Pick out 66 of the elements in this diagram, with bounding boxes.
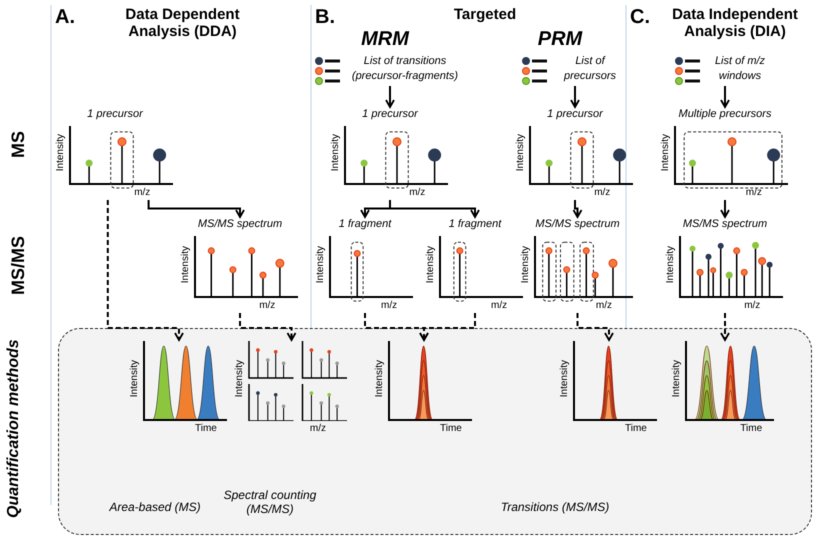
list-caption: List of m/z windows bbox=[714, 54, 766, 84]
axis-label: Intensity bbox=[55, 134, 66, 172]
section-title: Data Independent Analysis (DIA) bbox=[671, 6, 799, 40]
section-title: Data Dependent Analysis (DDA) bbox=[124, 6, 241, 40]
plot-caption: MS/MS spectrum bbox=[196, 218, 284, 230]
axis-label: Intensity bbox=[129, 360, 140, 397]
plot-caption: 1 precursor bbox=[86, 108, 144, 120]
arrow bbox=[720, 313, 730, 341]
axis-label: Time bbox=[440, 423, 462, 434]
row-label: MS/MS bbox=[8, 234, 29, 297]
axis-label: Time bbox=[195, 423, 217, 434]
plot-caption: 1 fragment bbox=[448, 218, 503, 230]
list-caption: List of precursors bbox=[562, 54, 617, 84]
axis-label: m/z bbox=[594, 187, 610, 198]
panel-letter: C. bbox=[630, 6, 651, 29]
plot-caption: 1 precursor bbox=[546, 108, 604, 120]
panel-letter: A. bbox=[55, 6, 76, 29]
row-label: MS bbox=[8, 130, 29, 160]
axis-label: Intensity bbox=[671, 360, 682, 397]
arrow bbox=[106, 200, 184, 341]
arrow bbox=[576, 313, 614, 341]
axis-label: Intensity bbox=[520, 246, 531, 283]
axis-label: m/z bbox=[259, 300, 276, 311]
axis-label: m/z bbox=[381, 300, 398, 311]
arrow bbox=[570, 86, 580, 108]
section-title: MRM bbox=[360, 28, 410, 51]
arrow bbox=[720, 86, 730, 108]
axis-label: Intensity bbox=[330, 134, 341, 172]
axis-label: m/z bbox=[310, 423, 326, 434]
axis-label: Intensity bbox=[180, 246, 191, 283]
arrow bbox=[720, 200, 730, 218]
axis-label: m/z bbox=[596, 300, 612, 311]
axis-label: Intensity bbox=[660, 134, 671, 172]
method-caption: Area-based (MS) bbox=[108, 500, 202, 514]
axis-label: m/z bbox=[409, 187, 426, 198]
plot-caption: MS/MS spectrum bbox=[682, 218, 768, 230]
axis-label: Intensity bbox=[425, 246, 436, 283]
axis-label: m/z bbox=[746, 187, 762, 198]
arrow bbox=[385, 86, 395, 108]
axis-label: m/z bbox=[744, 300, 760, 311]
axis-label: Intensity bbox=[665, 246, 676, 283]
axis-label: Intensity bbox=[515, 134, 526, 172]
arrow bbox=[389, 200, 480, 218]
plot-caption: 1 fragment bbox=[338, 218, 393, 230]
arrow bbox=[239, 313, 296, 341]
plot-caption: 1 precursor bbox=[361, 108, 420, 120]
axis-label: Intensity bbox=[559, 360, 570, 397]
arrow bbox=[572, 200, 582, 218]
method-caption: Transitions (MS/MS) bbox=[500, 500, 610, 514]
axis-label: m/z bbox=[491, 300, 508, 311]
plot-caption: Multiple precursors bbox=[678, 108, 772, 120]
row-heading: Quantification methods bbox=[5, 339, 23, 519]
section-title: PRM bbox=[536, 28, 584, 51]
axis-label: Intensity bbox=[315, 246, 326, 283]
axis-label: Time bbox=[625, 423, 647, 434]
plot-caption: MS/MS spectrum bbox=[534, 218, 621, 230]
arrow bbox=[148, 200, 245, 218]
axis-label: Intensity bbox=[234, 360, 245, 397]
list-caption: List of transitions (precursor-fragments) bbox=[350, 54, 460, 84]
axis-label: m/z bbox=[134, 187, 150, 198]
axis-label: Time bbox=[740, 423, 762, 434]
axis-label: Intensity bbox=[374, 360, 385, 397]
panel-letter: B. bbox=[315, 6, 336, 29]
section-title: Targeted bbox=[452, 6, 518, 23]
arrow bbox=[419, 313, 476, 341]
method-caption: Spectral counting (MS/MS) bbox=[222, 488, 318, 516]
